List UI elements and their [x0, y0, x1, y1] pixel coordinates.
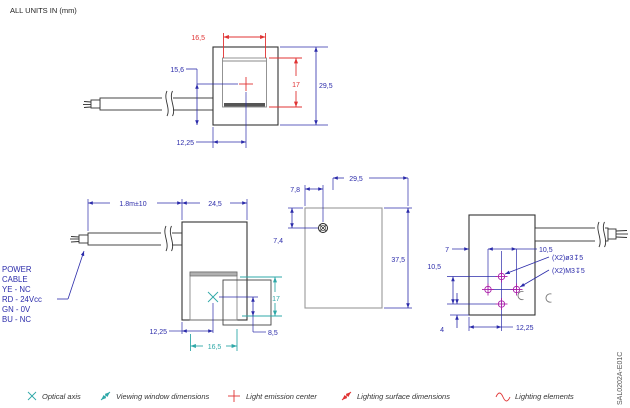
side-view: 7,8 29,5 7,4 37,5	[273, 176, 412, 309]
clip-mark-icon	[517, 290, 524, 301]
screw-head-icon	[318, 223, 328, 233]
front-axis-dimensions: 8,5 12,25	[149, 296, 278, 337]
front-view: 1.8m±10 24,5 17 16,5	[2, 199, 282, 351]
legend-label: Optical axis	[42, 392, 81, 401]
dim-body-height: 29,5	[319, 83, 333, 90]
label-clearance-hole: (X2)ø3↧5	[552, 254, 583, 262]
housing-outline-top	[212, 46, 279, 126]
mounting-hole-right	[510, 283, 523, 296]
legend-label: Lighting elements	[515, 392, 574, 401]
construction-lines	[197, 46, 328, 148]
cable-label-1: POWER	[2, 265, 32, 274]
power-cable-callout: POWER CABLE YE - NC RD - 24Vcc GN - 0V B…	[2, 250, 85, 324]
cable-connector-icon	[78, 234, 89, 244]
mounting-hole-left	[482, 283, 494, 296]
lighting-surface-arrow-icon	[341, 391, 352, 401]
dim-screw-from-left: 7,8	[290, 187, 300, 194]
dim-screw-from-top: 7,4	[273, 238, 283, 245]
dim-hole-pitch-left: 10,5	[427, 264, 441, 271]
dim-window-height: 17	[272, 296, 280, 303]
rear-view: 7 10,5 10,5 4 12,25 (X2)ø3↧5 (X2)M3↧5	[427, 214, 628, 334]
legend-item-light-emission: Light emission center	[228, 390, 317, 402]
side-view-dimensions: 7,8 29,5 7,4 37,5	[273, 176, 412, 309]
viewing-window-dimensions: 17 16,5	[190, 276, 282, 351]
legend-item-lighting-elements: Lighting elements	[495, 392, 574, 402]
rear-view-dimensions: 7 10,5 10,5 4 12,25 (X2)ø3↧5 (X2)M3↧5	[427, 247, 584, 334]
lighting-element-bar	[224, 103, 265, 107]
mounting-hole-bottom	[495, 298, 508, 310]
legend-label: Viewing window dimensions	[116, 392, 209, 401]
cable-wire-gn: GN - 0V	[2, 305, 31, 314]
dim-center-from-left: 12,25	[176, 140, 194, 147]
dim-lighting-height: 17	[292, 82, 300, 89]
dim-hole-from-left: 12,25	[516, 325, 534, 332]
dim-cable-length: 1.8m±10	[119, 201, 146, 208]
clip-mark-icon	[545, 293, 552, 303]
dim-hole-from-bottom: 4	[440, 327, 444, 334]
dim-center-from-bottom: 15,6	[170, 67, 184, 74]
legend-item-optical-axis: Optical axis	[27, 391, 81, 401]
legend-label: Light emission center	[246, 392, 317, 401]
housing-outline-side	[304, 207, 383, 309]
dim-holes-from-left: 7	[445, 247, 449, 254]
light-emission-center-icon	[239, 77, 253, 91]
legend: Optical axis Viewing window dimensions L…	[27, 390, 574, 402]
part-number: SAL0202A-E01C	[617, 352, 624, 405]
mounting-hole-top	[495, 270, 508, 283]
housing-outline-rear	[468, 214, 536, 316]
legend-item-viewing-window: Viewing window dimensions	[100, 391, 209, 401]
cable-wire-ye: YE - NC	[2, 285, 31, 294]
legend-item-lighting-surface: Lighting surface dimensions	[341, 391, 450, 401]
optical-axis-icon	[207, 291, 219, 303]
viewing-window-arrow-icon	[100, 391, 111, 401]
dim-lighting-width: 16,5	[191, 35, 205, 42]
dim-body-depth: 29,5	[349, 176, 363, 183]
dim-window-width: 16,5	[208, 344, 222, 351]
power-cable-front	[70, 225, 183, 252]
light-emission-center-icon	[228, 390, 240, 402]
legend-label: Lighting surface dimensions	[357, 392, 450, 401]
cable-wire-rd: RD - 24Vcc	[2, 295, 42, 304]
viewing-window-front	[189, 271, 238, 321]
lighting-surface-dimensions: 16,5 17	[191, 33, 302, 108]
dim-hole-pitch-top: 10,5	[539, 247, 553, 254]
lighting-elements-wave-icon	[495, 392, 511, 402]
dim-axis-from-left: 12,25	[149, 329, 167, 336]
units-note: ALL UNITS IN (mm)	[10, 6, 77, 15]
dim-axis-to-bottom: 8,5	[268, 330, 278, 337]
power-cable-top	[83, 90, 214, 117]
label-tapped-hole: (X2)M3↧5	[552, 267, 585, 275]
power-cable-rear	[534, 221, 628, 248]
dim-body-height: 37,5	[391, 257, 405, 264]
cable-break-icon	[597, 221, 601, 248]
window-detail-outline	[222, 279, 272, 326]
top-view-dimensions: 29,5 15,6 12,25	[170, 47, 333, 147]
front-top-dimensions: 1.8m±10 24,5	[87, 199, 248, 231]
cable-break-icon	[165, 90, 169, 117]
housing-outline-front	[181, 221, 248, 321]
cable-connector-icon	[90, 99, 101, 109]
cable-label-2: CABLE	[2, 275, 28, 284]
cable-break-icon	[164, 225, 168, 252]
cable-wire-bu: BU - NC	[2, 315, 31, 324]
lighting-window-top	[222, 57, 267, 108]
top-view: 16,5 17 29,5 15,6 12,25	[83, 33, 333, 148]
optical-axis-icon	[27, 391, 37, 401]
mounting-holes	[482, 270, 523, 310]
cable-connector-icon	[607, 228, 617, 240]
dim-body-width: 24,5	[208, 201, 222, 208]
